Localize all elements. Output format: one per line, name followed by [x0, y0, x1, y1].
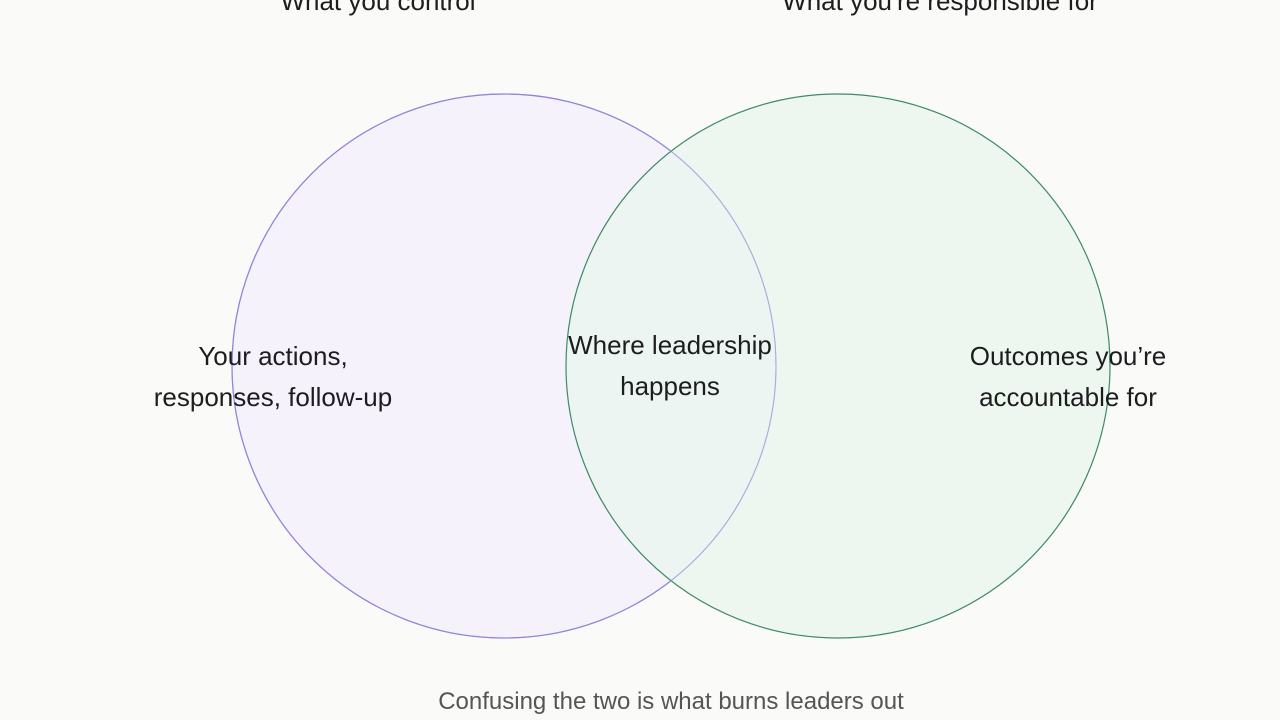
region-right-line-2: accountable for [979, 382, 1157, 412]
region-left-line-2: responses, follow-up [153, 382, 393, 412]
caption: Confusing the two is what burns leaders … [438, 688, 904, 715]
heading-right: What you're responsible for [782, 0, 1098, 16]
region-right-label: Outcomes you’re accountable for [918, 336, 1218, 418]
region-center-line-2: happens [620, 371, 720, 401]
region-right-line-1: Outcomes you’re [969, 341, 1167, 371]
left-circle-outline [231, 93, 777, 639]
heading-left: What you control [280, 0, 476, 16]
region-center-line-1: Where leadership [568, 330, 772, 360]
region-left-line-1: Your actions, [198, 341, 348, 371]
right-circle [565, 93, 1111, 639]
region-left-label: Your actions, responses, follow-up [108, 336, 438, 418]
region-center-label: Where leadership happens [520, 325, 820, 407]
